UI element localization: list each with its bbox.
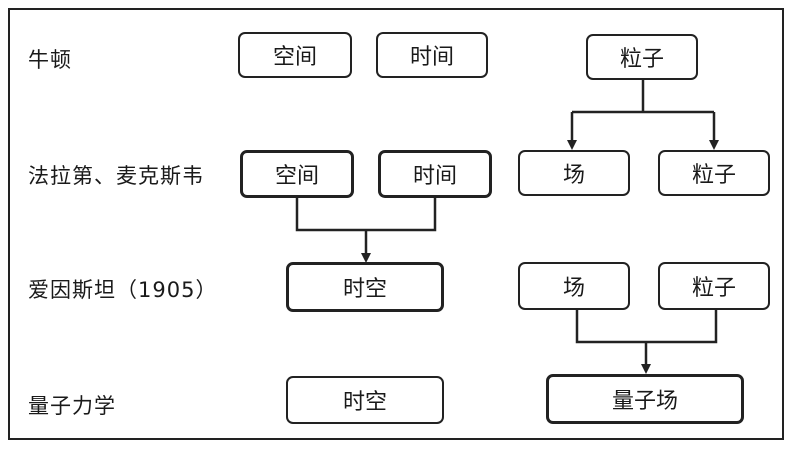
connector-merge-spacetime xyxy=(295,198,437,258)
box-fm-field: 场 xyxy=(518,150,630,196)
row-label-faraday-maxwell: 法拉第、麦克斯韦 xyxy=(28,164,204,188)
row-label-newton: 牛顿 xyxy=(28,48,72,72)
row-label-einstein: 爱因斯坦（1905） xyxy=(28,278,218,302)
box-qm-quantum-field: 量子场 xyxy=(546,374,744,424)
box-newton-time: 时间 xyxy=(376,32,488,78)
box-newton-space: 空间 xyxy=(238,32,352,78)
connector-merge-quantum-field xyxy=(575,310,718,368)
box-fm-time: 时间 xyxy=(378,150,492,198)
connector-split-particle xyxy=(570,80,716,146)
box-newton-particle: 粒子 xyxy=(586,34,698,80)
box-qm-spacetime: 时空 xyxy=(286,376,444,424)
box-einstein-particle: 粒子 xyxy=(658,262,770,310)
box-einstein-field: 场 xyxy=(518,262,630,310)
box-fm-space: 空间 xyxy=(240,150,354,198)
box-fm-particle: 粒子 xyxy=(658,150,770,196)
diagram-frame xyxy=(8,8,784,440)
row-label-quantum-mechanics: 量子力学 xyxy=(28,394,116,418)
box-einstein-spacetime: 时空 xyxy=(286,262,444,312)
